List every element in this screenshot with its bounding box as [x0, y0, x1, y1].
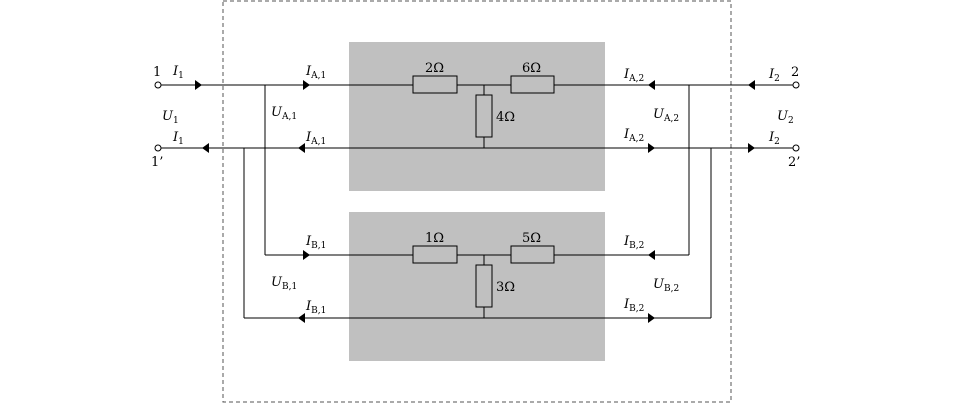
label-u2: U2 — [777, 109, 794, 126]
arrow-i1-out — [202, 143, 209, 153]
label-ib2-bottom: IB,2 — [623, 297, 644, 314]
label-u1: U1 — [162, 109, 179, 126]
network-b-wires — [244, 254, 711, 319]
resistor-b-right — [510, 245, 555, 264]
resistor-b-left-value: 1Ω — [425, 231, 444, 246]
label-i2-bottom: I2 — [768, 130, 780, 147]
resistor-a-shunt — [475, 94, 493, 138]
arrow-ib1-bottom — [298, 313, 305, 323]
network-a-wires — [158, 84, 796, 149]
label-ia2-bottom: IA,2 — [623, 127, 644, 144]
resistor-a-left-value: 2Ω — [425, 61, 444, 76]
label-i1-bottom: I1 — [172, 130, 184, 147]
label-ib1-top: IB,1 — [305, 234, 326, 251]
terminal-2-prime — [792, 144, 800, 152]
resistor-b-left — [412, 245, 458, 264]
port-1-prime-label: 1’ — [151, 155, 163, 170]
resistor-a-shunt-value: 4Ω — [496, 110, 515, 125]
parallel-connection-boundary — [222, 0, 732, 403]
terminal-2 — [792, 81, 800, 89]
label-ua2: UA,2 — [653, 107, 679, 124]
resistor-a-left — [412, 75, 458, 94]
arrow-ia2-top — [648, 80, 655, 90]
label-ub1: UB,1 — [271, 275, 297, 292]
arrow-ia2-bottom — [648, 143, 655, 153]
label-ub2: UB,2 — [653, 277, 679, 294]
resistor-b-right-value: 5Ω — [522, 231, 541, 246]
label-ia1-top: IA,1 — [305, 64, 326, 81]
terminal-1 — [154, 81, 162, 89]
label-ia2-top: IA,2 — [623, 67, 644, 84]
arrow-ib2-top — [648, 250, 655, 260]
label-ua1: UA,1 — [271, 105, 297, 122]
resistor-a-right-value: 6Ω — [522, 61, 541, 76]
label-i1-top: I1 — [172, 64, 184, 81]
port-2-label: 2 — [791, 65, 799, 80]
arrow-ia1-top — [303, 80, 310, 90]
label-ia1-bottom: IA,1 — [305, 130, 326, 147]
arrow-ib1-top — [303, 250, 310, 260]
arrow-ib2-bottom — [648, 313, 655, 323]
arrow-ia1-bottom — [298, 143, 305, 153]
resistor-a-right — [510, 75, 555, 94]
arrow-i2-in — [748, 80, 755, 90]
label-i2-top: I2 — [768, 67, 780, 84]
resistor-b-shunt — [475, 264, 493, 308]
arrow-i1-in — [195, 80, 202, 90]
port-2-prime-label: 2’ — [788, 155, 800, 170]
terminal-1-prime — [154, 144, 162, 152]
parallel-connector-wires — [243, 85, 712, 318]
resistor-b-shunt-value: 3Ω — [496, 280, 515, 295]
label-ib2-top: IB,2 — [623, 234, 644, 251]
label-ib1-bottom: IB,1 — [305, 299, 326, 316]
arrow-i2-out — [748, 143, 755, 153]
port-1-label: 1 — [153, 65, 161, 80]
